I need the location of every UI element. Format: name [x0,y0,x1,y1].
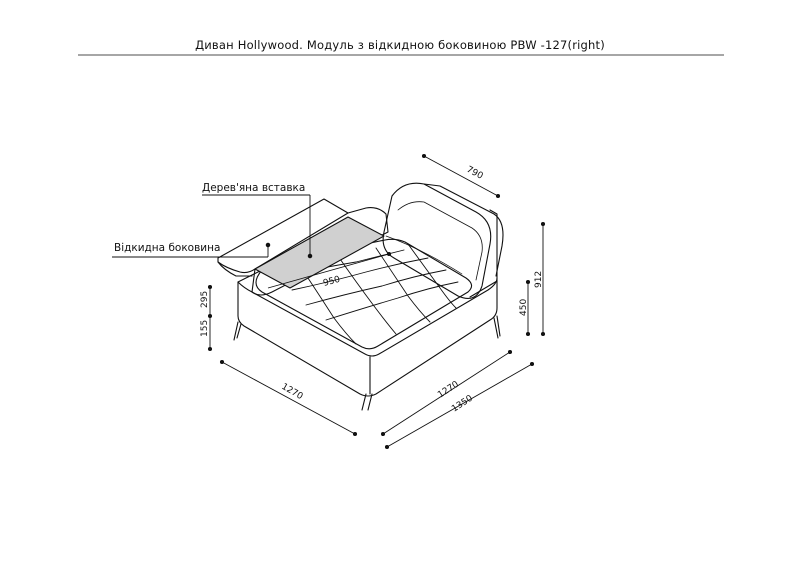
dim-line-front-length [382,351,511,435]
leg-left [233,321,242,341]
sofa-outline [217,182,504,411]
wood-insert [254,216,385,289]
folding-armrest-thickness [217,261,253,277]
label-leg-height: 155 [200,320,210,337]
backrest-stitch [385,235,463,275]
label-overall-length: 1350 [450,394,475,415]
arm-frame [251,207,389,296]
leg-front [361,393,373,411]
dim-line-side-length [221,361,356,435]
label-armrest-height: 295 [200,291,210,308]
callout-folding-side: Відкидна боковина [114,242,220,254]
label-front-length: 1270 [436,380,461,401]
dim-line-seat-depth [267,253,390,289]
drawing-title: Диван Hollywood. Модуль з відкидною боко… [195,38,605,52]
label-total-height: 912 [534,271,544,288]
label-back-height: 450 [519,299,529,316]
label-seat-depth: 950 [322,275,341,289]
label-side-length: 1270 [280,382,305,402]
base-front-face [237,280,498,397]
right-side-panel [469,209,498,298]
dim-line-overall-length [386,363,533,448]
backrest-rear-cushion [423,183,504,277]
dimension-lines [112,153,546,450]
callout-wood-insert: Дерев'яна вставка [202,182,305,194]
leader-wood-insert-dot [307,253,313,259]
dim-line-back-depth [423,155,499,197]
leg-right [493,315,501,339]
base-seat-front-edge [237,277,498,357]
backrest-front-cushion [382,182,492,299]
backrest-seam [397,201,483,281]
